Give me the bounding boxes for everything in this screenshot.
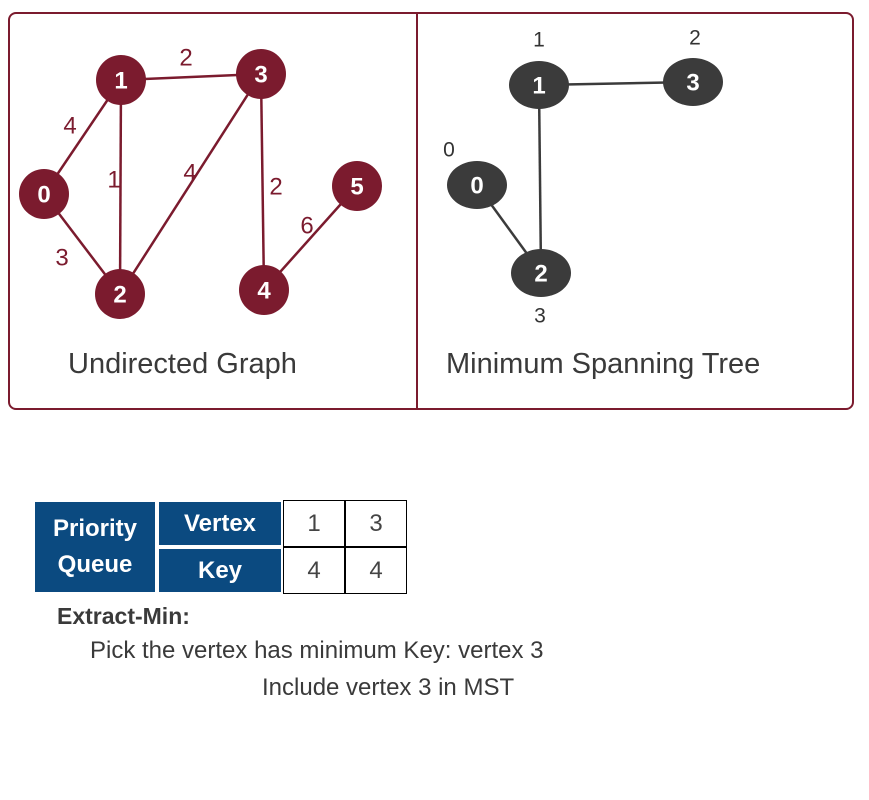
key-header: Key (157, 547, 283, 594)
edge-weight-label: 1 (107, 167, 120, 194)
graph-edge (118, 73, 263, 295)
graph-edge (259, 73, 266, 291)
edge-weight-label: 3 (55, 245, 68, 272)
mst-node (511, 249, 571, 297)
vertex-header: Vertex (157, 500, 283, 547)
mst-edge (537, 84, 543, 274)
mst-node-label: 0 (470, 173, 483, 200)
graph-edge (118, 79, 123, 295)
graph-node (96, 55, 146, 105)
diagram-frame (8, 12, 854, 410)
mst-node-key: 0 (443, 139, 455, 162)
mst-node-key: 2 (689, 27, 701, 50)
graph-node-label: 0 (37, 182, 50, 209)
graph-node-label: 1 (114, 68, 127, 95)
mst-title: Minimum Spanning Tree (446, 348, 761, 380)
graph-node-label: 5 (350, 174, 363, 201)
priority-queue-label-line1: Priority (52, 515, 138, 542)
key-cell: 4 (283, 547, 345, 594)
panel-divider (416, 12, 418, 410)
graph-node-label: 3 (254, 62, 267, 89)
vertex-cell: 3 (345, 500, 407, 547)
mst-node-key: 3 (534, 305, 546, 328)
edge-weight-label: 2 (269, 174, 282, 201)
mst-node-key: 1 (533, 29, 545, 52)
mst-node (663, 58, 723, 106)
graph-node (239, 265, 289, 315)
graph-node (19, 169, 69, 219)
edge-weight-label: 4 (183, 160, 196, 187)
mst-node (509, 61, 569, 109)
graph-node (332, 161, 382, 211)
graph-node (95, 269, 145, 319)
edge-weight-label: 4 (63, 113, 76, 140)
vertex-cell: 1 (283, 500, 345, 547)
extract-min-step: Pick the vertex has minimum Key: vertex … (90, 637, 544, 664)
edge-weight-label: 2 (179, 45, 192, 72)
mst-node-label: 1 (532, 73, 545, 100)
edge-weight-label: 6 (300, 213, 313, 240)
priority-queue-label: Priority Queue (33, 500, 157, 594)
graph-node-label: 4 (257, 278, 271, 305)
extract-min-result: Include vertex 3 in MST (262, 674, 515, 701)
mst-node (447, 161, 507, 209)
extract-min-title: Extract-Min: (57, 603, 190, 629)
graph-title: Undirected Graph (68, 348, 297, 380)
key-cell: 4 (345, 547, 407, 594)
mst-node-label: 2 (534, 261, 547, 288)
mst-node-label: 3 (686, 70, 699, 97)
priority-queue-table: Priority Queue Vertex 1 3 Key 4 4 (33, 500, 407, 594)
priority-queue-label-line2: Queue (57, 551, 133, 578)
graph-node-label: 2 (113, 282, 126, 309)
graph-node (236, 49, 286, 99)
